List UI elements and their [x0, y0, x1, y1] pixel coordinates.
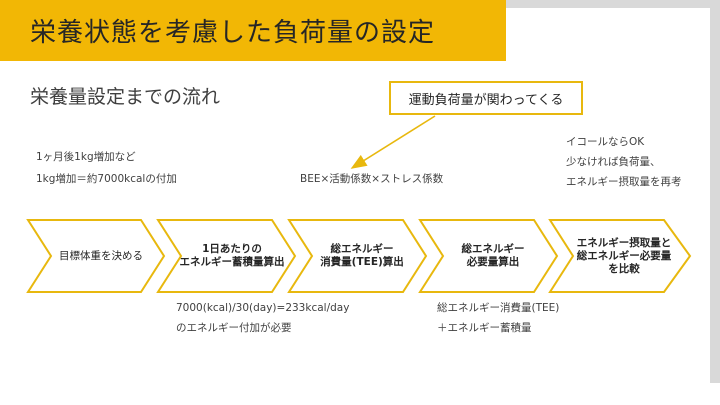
step-label-4: 総エネルギー 必要量算出: [461, 243, 525, 268]
callout-box: 運動負荷量が関わってくる: [389, 81, 583, 115]
note-daily-calc-1: 7000(kcal)/30(day)=233kcal/day: [176, 302, 350, 314]
note-ok-2: 少なければ負荷量、: [566, 156, 661, 168]
note-ok-1: イコールならOK: [566, 136, 645, 148]
note-daily-calc-2: のエネルギー付加が必要: [176, 322, 292, 334]
note-ok-3: エネルギー摂取量を再考: [566, 176, 682, 188]
step-label-2: 1日あたりの エネルギー蓄積量算出: [179, 243, 285, 268]
note-bee-formula: BEE×活動係数×ストレス係数: [300, 173, 444, 185]
note-required-calc-1: 総エネルギー消費量(TEE): [437, 302, 560, 314]
step-chevron-1: [26, 219, 166, 293]
note-required-calc-2: ＋エネルギー蓄積量: [437, 322, 532, 334]
note-weight-gain-1: 1ヶ月後1kg増加など: [36, 151, 136, 163]
step-chevron-2: [156, 219, 297, 293]
title-bar-gray-strip: [506, 0, 720, 8]
title-bar: [0, 0, 506, 61]
step-label-3: 総エネルギー 消費量(TEE)算出: [320, 243, 404, 268]
step-chevron-3: [287, 219, 428, 293]
note-weight-gain-2: 1kg増加＝約7000kcalの付加: [36, 173, 177, 185]
step-label-5: エネルギー摂取量と 総エネルギー必要量 を比較: [576, 236, 672, 275]
section-subtitle: 栄養量設定までの流れ: [30, 86, 221, 108]
page-title: 栄養状態を考慮した負荷量の設定: [30, 18, 436, 48]
slide-edge-right: [710, 0, 720, 383]
callout-arrow: [350, 115, 436, 169]
step-chevron-5: [548, 219, 692, 293]
callout-text: 運動負荷量が関わってくる: [408, 92, 564, 108]
step-chevron-4: [418, 219, 559, 293]
step-label-1: 目標体重を決める: [59, 249, 143, 262]
